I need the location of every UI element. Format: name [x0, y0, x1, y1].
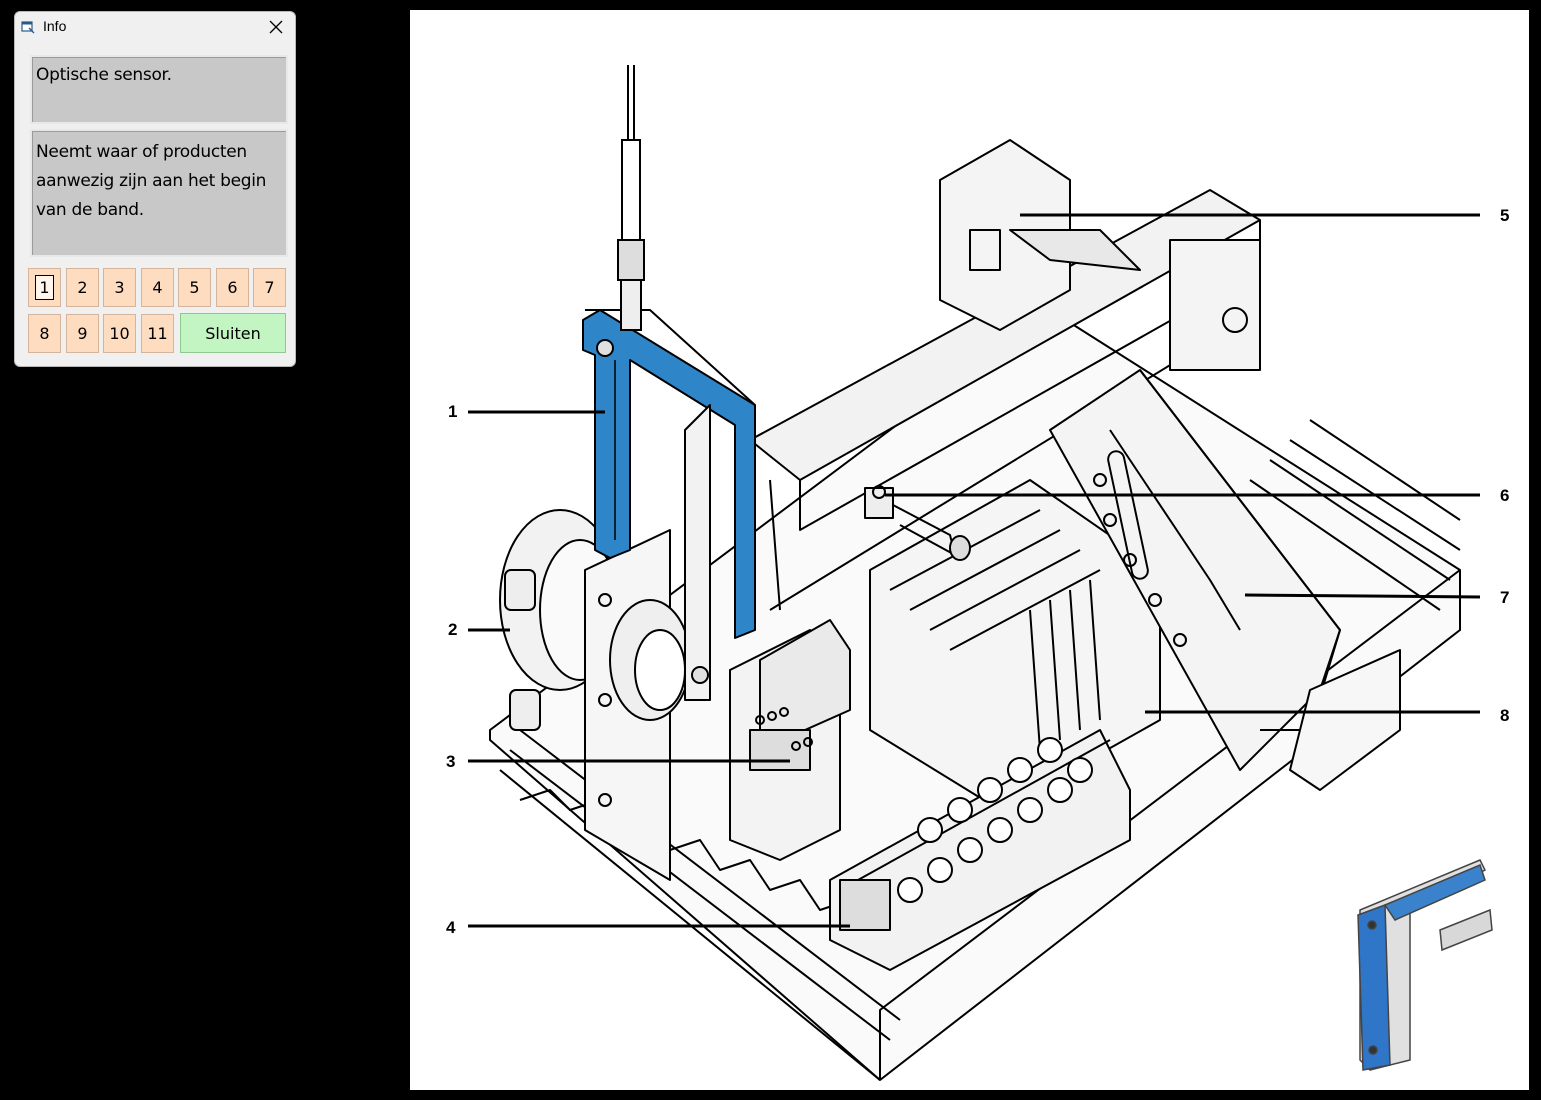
- callout-6[interactable]: 6: [1500, 486, 1510, 505]
- callout-7[interactable]: 7: [1500, 588, 1510, 607]
- close-icon: [269, 20, 283, 34]
- number-button-5[interactable]: 5: [178, 268, 211, 307]
- number-button-label: 3: [114, 278, 125, 297]
- number-button-1[interactable]: 1: [28, 268, 61, 307]
- title-bar: Info: [15, 12, 295, 42]
- component-name-field: Optische sensor.: [30, 55, 288, 124]
- number-button-3[interactable]: 3: [103, 268, 136, 307]
- number-button-9[interactable]: 9: [66, 314, 99, 353]
- number-button-2[interactable]: 2: [66, 268, 99, 307]
- callout-2[interactable]: 2: [448, 620, 458, 639]
- sluiten-button[interactable]: Sluiten: [180, 313, 286, 353]
- number-button-label: 11: [147, 324, 168, 343]
- number-button-label: 2: [77, 278, 88, 297]
- number-button-label: 10: [109, 324, 130, 343]
- callout-4[interactable]: 4: [446, 918, 456, 937]
- machine-drawing: 1 2 3 4 5 6 7 8: [410, 10, 1529, 1090]
- info-window: Info Optische sensor. Neemt waar of prod…: [14, 11, 296, 367]
- number-button-7[interactable]: 7: [253, 268, 286, 307]
- number-button-10[interactable]: 10: [103, 314, 136, 353]
- number-button-label: 1: [35, 275, 54, 300]
- number-button-label: 5: [189, 278, 200, 297]
- window-icon: [21, 21, 35, 34]
- callout-1[interactable]: 1: [448, 402, 458, 421]
- conveyor-illustration: [468, 65, 1493, 1081]
- number-button-label: 8: [39, 324, 50, 343]
- number-button-4[interactable]: 4: [141, 268, 174, 307]
- number-button-8[interactable]: 8: [28, 314, 61, 353]
- component-description-field: Neemt waar of producten aanwezig zijn aa…: [30, 129, 288, 257]
- callout-8[interactable]: 8: [1500, 706, 1510, 725]
- number-button-label: 4: [152, 278, 163, 297]
- number-button-11[interactable]: 11: [141, 314, 174, 353]
- number-button-label: 6: [227, 278, 238, 297]
- callout-3[interactable]: 3: [446, 752, 456, 771]
- number-button-6[interactable]: 6: [216, 268, 249, 307]
- callout-5[interactable]: 5: [1500, 206, 1510, 225]
- number-button-label: 9: [77, 324, 88, 343]
- number-button-label: 7: [264, 278, 275, 297]
- window-title: Info: [43, 18, 67, 34]
- close-window-button[interactable]: [261, 15, 291, 39]
